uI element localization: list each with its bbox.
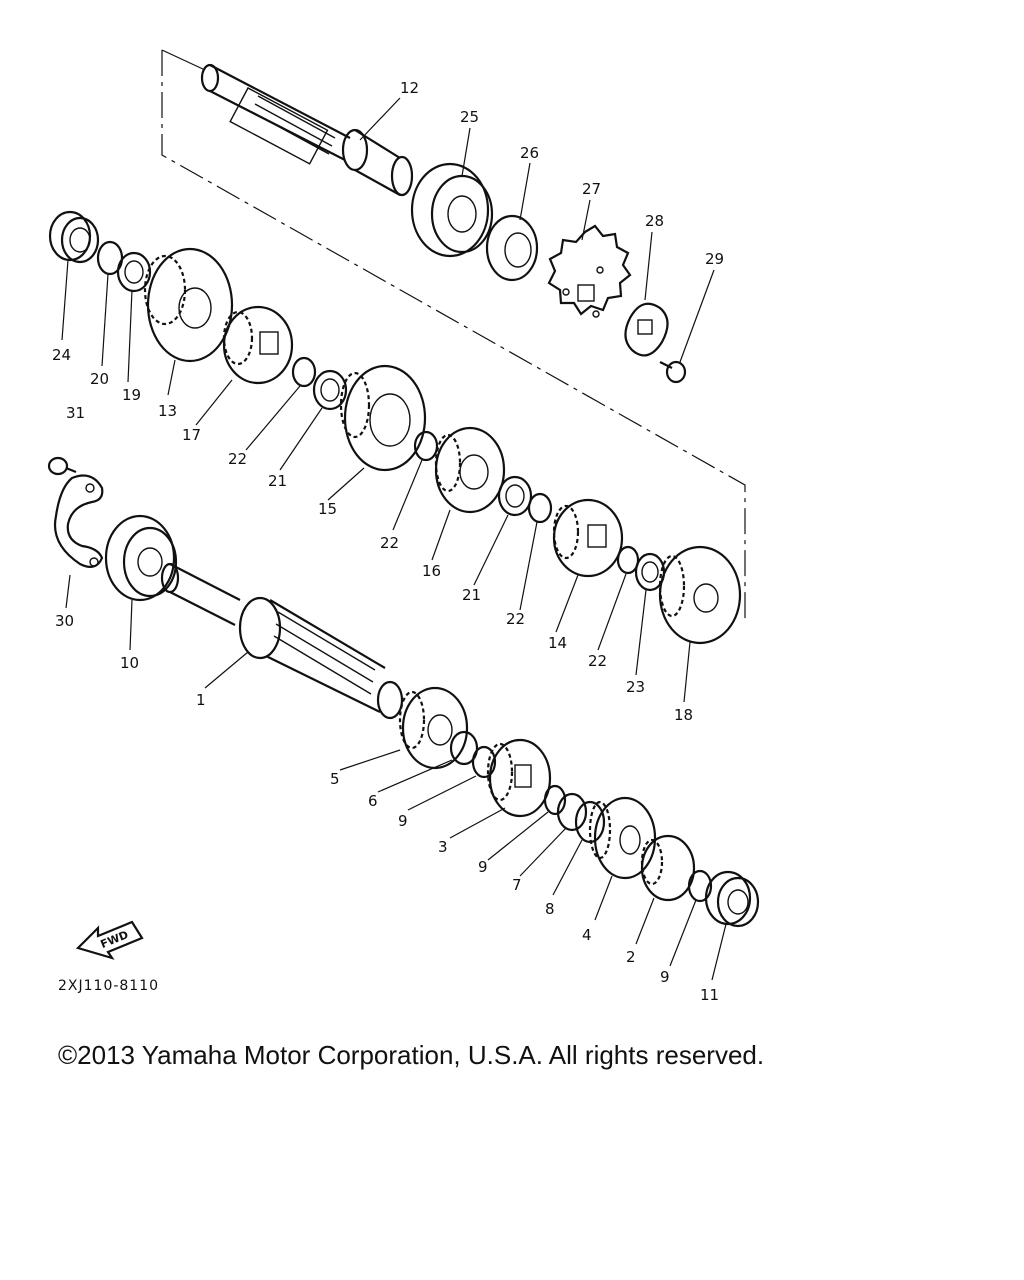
gear-2 xyxy=(640,834,696,902)
washer-21-a xyxy=(312,369,348,411)
washer-21-b xyxy=(497,475,533,517)
callout-1: 1 xyxy=(196,691,206,709)
circlip-9-b xyxy=(543,784,567,816)
fwd-arrow-icon: FWD xyxy=(75,920,144,960)
callout-5: 5 xyxy=(330,770,340,788)
callout-31: 31 xyxy=(66,404,85,422)
callout-10: 10 xyxy=(120,654,139,672)
assembly-outline xyxy=(161,49,746,620)
drawing-code: 2XJ110-8110 xyxy=(58,978,159,994)
callout-22-b: 22 xyxy=(380,534,399,552)
callout-11: 11 xyxy=(700,986,719,1004)
circlip-22-d xyxy=(616,545,640,575)
gear-16 xyxy=(434,426,506,514)
bearing-24 xyxy=(48,210,100,264)
copyright-notice: ©2013 Yamaha Motor Corporation, U.S.A. A… xyxy=(58,1040,765,1070)
gear-15 xyxy=(339,364,427,472)
bolt-29 xyxy=(659,360,687,384)
main-axle-1 xyxy=(160,562,404,720)
callout-21-a: 21 xyxy=(268,472,287,490)
oil-seal-26 xyxy=(485,214,539,282)
bearing-11 xyxy=(704,870,760,928)
circlip-9-c xyxy=(687,869,713,903)
callout-19: 19 xyxy=(122,386,141,404)
bearing-10 xyxy=(104,514,178,602)
bearing-25 xyxy=(410,162,494,258)
washer-6 xyxy=(449,730,479,766)
callout-22-d: 22 xyxy=(588,652,607,670)
callout-30: 30 xyxy=(55,612,74,630)
gear-14 xyxy=(552,498,624,578)
circlip-22-c xyxy=(527,492,553,524)
callout-9-b: 9 xyxy=(478,858,488,876)
callout-15: 15 xyxy=(318,500,337,518)
callout-25: 25 xyxy=(460,108,479,126)
gear-13 xyxy=(143,247,234,363)
lock-washer-28 xyxy=(624,302,669,357)
gear-18 xyxy=(658,545,742,645)
callout-20: 20 xyxy=(90,370,109,388)
gear-5 xyxy=(398,686,469,770)
drive-axle-12 xyxy=(200,63,414,197)
circlip-9-a xyxy=(471,745,497,779)
callout-6: 6 xyxy=(368,792,378,810)
callout-29: 29 xyxy=(705,250,724,268)
callout-9-c: 9 xyxy=(660,968,670,986)
gear-17 xyxy=(222,305,294,385)
gear-4 xyxy=(588,796,657,880)
callout-16: 16 xyxy=(422,562,441,580)
callout-28: 28 xyxy=(645,212,664,230)
callout-22-a: 22 xyxy=(228,450,247,468)
gear-3 xyxy=(486,738,552,818)
bearing-stopper-30 xyxy=(53,474,104,569)
drive-sprocket-27 xyxy=(547,224,632,318)
callout-22-c: 22 xyxy=(506,610,525,628)
leader-lines xyxy=(61,97,727,981)
washer-7 xyxy=(556,792,588,832)
transmission-exploded-diagram: 12 25 26 27 28 29 24 20 19 31 13 17 22 2… xyxy=(47,49,760,1004)
callout-7: 7 xyxy=(512,876,522,894)
callout-8: 8 xyxy=(545,900,555,918)
callout-9-a: 9 xyxy=(398,812,408,830)
callout-26: 26 xyxy=(520,144,539,162)
callout-labels: 12 25 26 27 28 29 24 20 19 31 13 17 22 2… xyxy=(52,79,724,1004)
washer-19 xyxy=(116,251,152,293)
callout-14: 14 xyxy=(548,634,567,652)
callout-3: 3 xyxy=(438,838,448,856)
callout-13: 13 xyxy=(158,402,177,420)
callout-21-b: 21 xyxy=(462,586,481,604)
callout-24: 24 xyxy=(52,346,71,364)
callout-17: 17 xyxy=(182,426,201,444)
fwd-label: FWD xyxy=(99,928,131,951)
screw-31 xyxy=(47,456,77,476)
callout-2: 2 xyxy=(626,948,636,966)
callout-18: 18 xyxy=(674,706,693,724)
callout-23: 23 xyxy=(626,678,645,696)
circlip-22-b xyxy=(413,430,439,462)
circlip-22-a xyxy=(291,356,317,388)
callout-27: 27 xyxy=(582,180,601,198)
callout-4: 4 xyxy=(582,926,592,944)
callout-12: 12 xyxy=(400,79,419,97)
